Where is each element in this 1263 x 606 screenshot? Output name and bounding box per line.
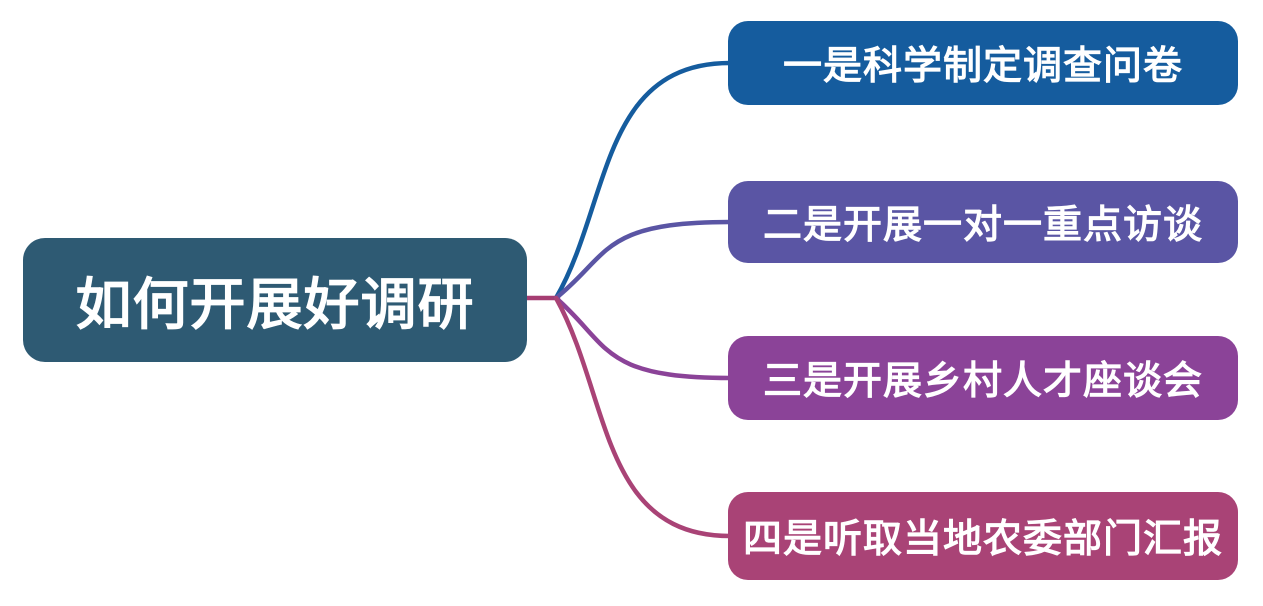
child-node-4-label: 四是听取当地农委部门汇报 bbox=[742, 518, 1223, 561]
connector-child-1 bbox=[553, 60, 733, 301]
child-node-3-label: 三是开展乡村人才座谈会 bbox=[762, 360, 1203, 403]
connector-child-3 bbox=[553, 295, 733, 381]
mindmap-child-node-4[interactable]: 四是听取当地农委部门汇报 bbox=[728, 492, 1238, 580]
child-node-1-label: 一是科学制定调查问卷 bbox=[782, 45, 1183, 88]
connector-child-4 bbox=[553, 295, 733, 539]
mindmap-child-node-3[interactable]: 三是开展乡村人才座谈会 bbox=[728, 336, 1238, 420]
mindmap-root-node[interactable]: 如何开展好调研 bbox=[23, 238, 527, 362]
mindmap-child-node-2[interactable]: 二是开展一对一重点访谈 bbox=[728, 181, 1238, 263]
child-node-2-label: 二是开展一对一重点访谈 bbox=[762, 204, 1203, 247]
mindmap-child-node-1[interactable]: 一是科学制定调查问卷 bbox=[728, 21, 1238, 105]
root-node-label: 如何开展好调研 bbox=[75, 272, 475, 336]
connector-child-2 bbox=[553, 219, 733, 301]
